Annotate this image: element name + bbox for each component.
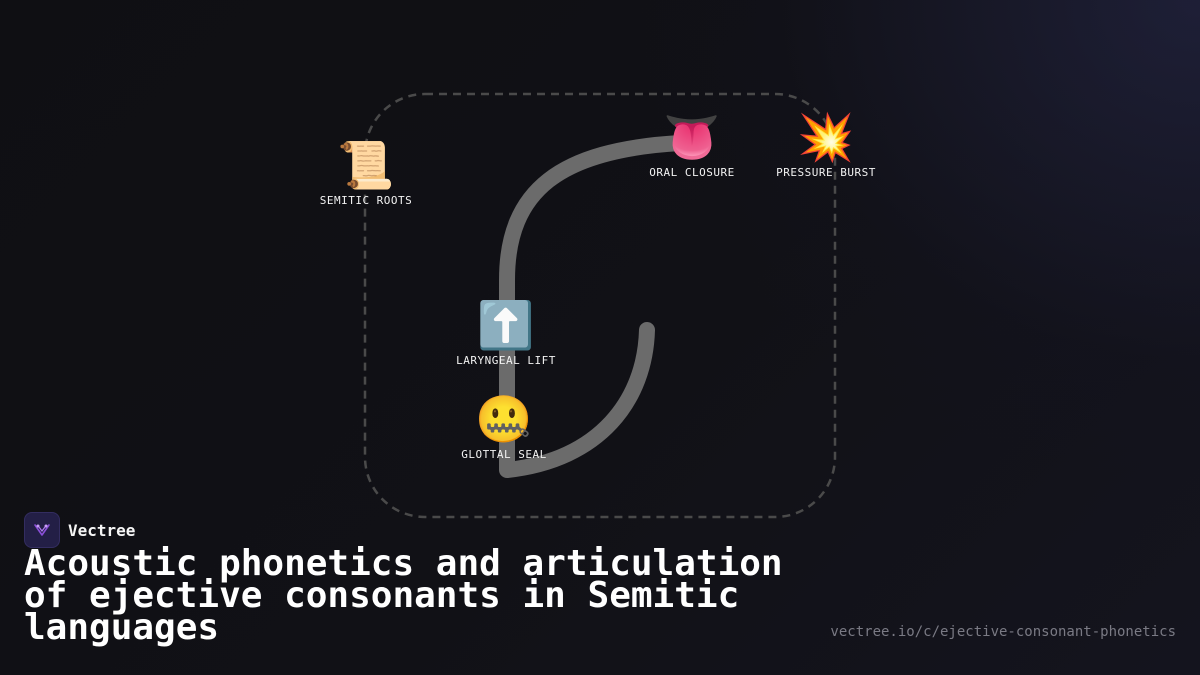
vectree-logo-icon bbox=[24, 512, 60, 548]
page-url[interactable]: vectree.io/c/ejective-consonant-phonetic… bbox=[830, 624, 1176, 640]
node-glottal-seal: 🤐 GLOTTAL SEAL bbox=[461, 394, 546, 461]
node-pressure-burst: 💥 PRESSURE BURST bbox=[776, 112, 876, 179]
node-laryngeal-lift: ⬆️ LARYNGEAL LIFT bbox=[456, 300, 556, 367]
brand-name: Vectree bbox=[68, 520, 136, 540]
node-label: ORAL CLOSURE bbox=[649, 166, 735, 179]
dashed-frame bbox=[363, 92, 837, 519]
up-arrow-icon: ⬆️ bbox=[477, 298, 535, 352]
node-label: LARYNGEAL LIFT bbox=[456, 354, 556, 367]
brand[interactable]: Vectree bbox=[24, 512, 135, 548]
node-label: PRESSURE BURST bbox=[776, 166, 876, 179]
scroll-icon: 📜 bbox=[337, 138, 395, 192]
zipper-mouth-face-icon: 🤐 bbox=[475, 392, 533, 446]
flow-path bbox=[499, 135, 688, 478]
page-title: Acoustic phonetics and articulation of e… bbox=[24, 543, 783, 648]
node-label: SEMITIC ROOTS bbox=[319, 194, 413, 207]
collision-icon: 💥 bbox=[797, 110, 855, 164]
tongue-icon: 👅 bbox=[663, 110, 721, 164]
node-semitic-roots: 📜 SEMITIC ROOTS bbox=[320, 140, 413, 207]
node-label: GLOTTAL SEAL bbox=[461, 448, 547, 461]
node-oral-closure: 👅 ORAL CLOSURE bbox=[649, 112, 734, 179]
